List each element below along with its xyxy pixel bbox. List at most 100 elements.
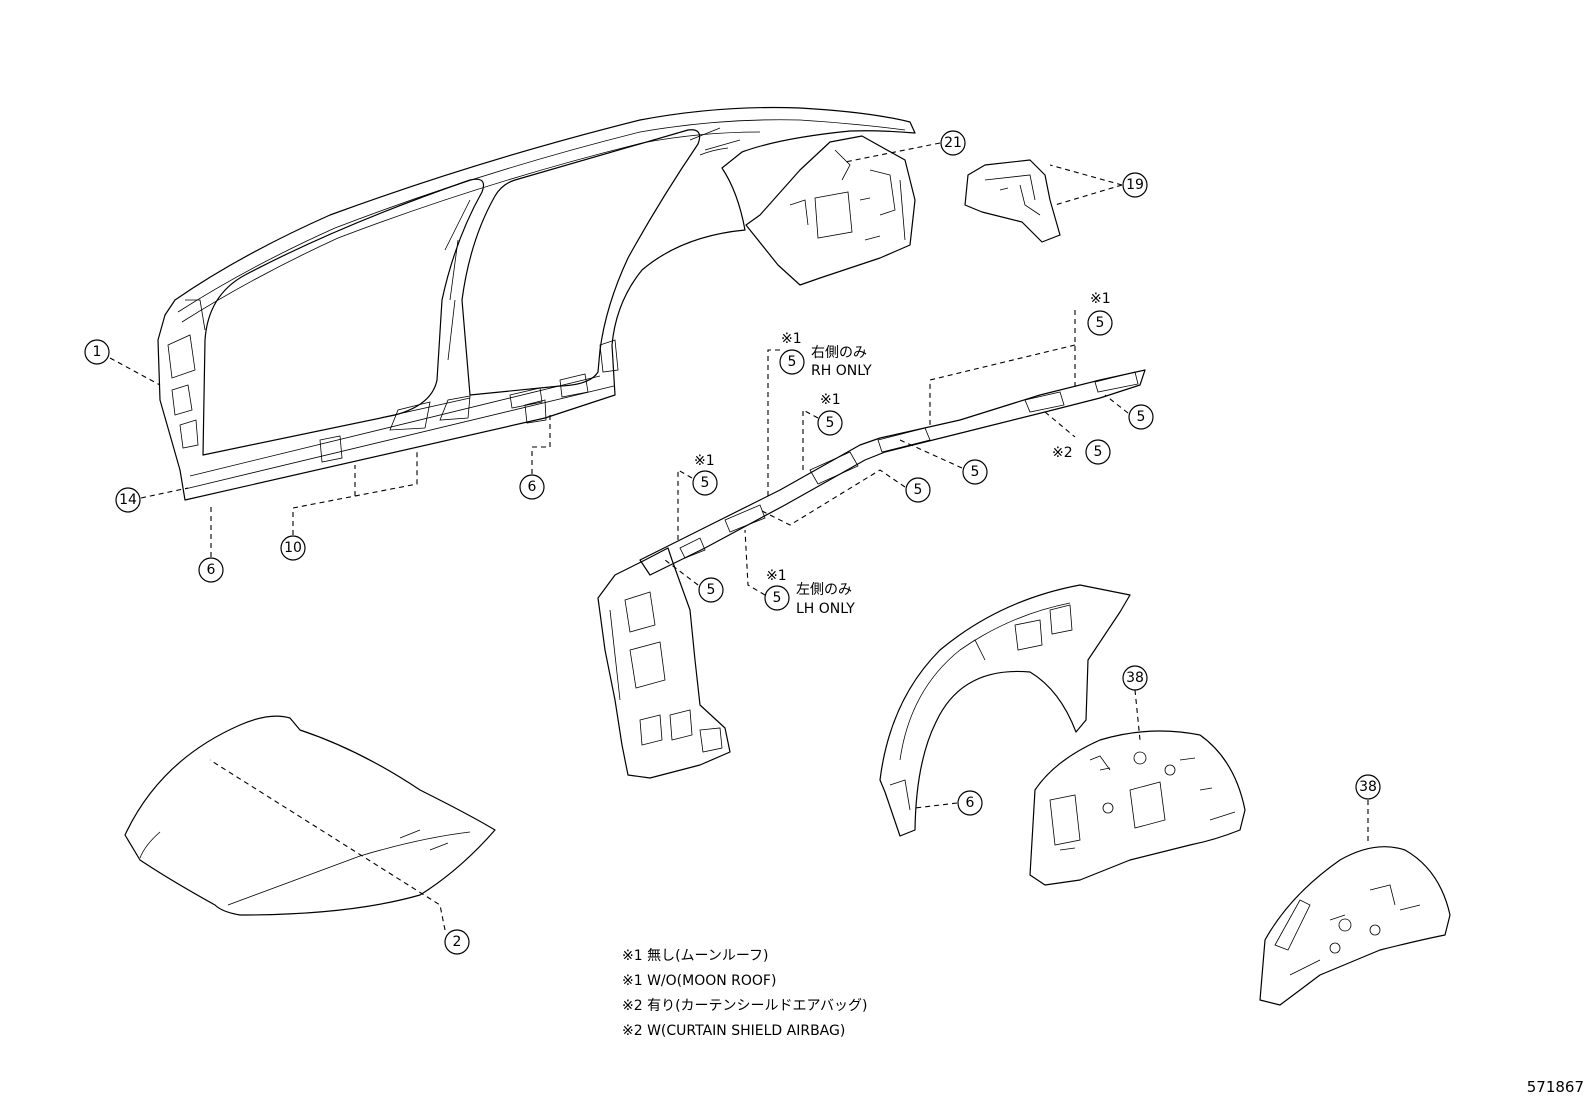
svg-text:21: 21	[944, 135, 962, 151]
svg-text:38: 38	[1126, 670, 1144, 686]
rail-reinforcement-4	[877, 427, 931, 453]
callout-38-top: 38	[1122, 665, 1148, 691]
roof-rail-line-inner	[181, 131, 761, 323]
wheel-housing-inner-a-detail	[1049, 755, 1236, 851]
side-panel-outline	[157, 106, 916, 501]
hood-marks	[399, 829, 449, 851]
roof-side-rail-outline	[639, 369, 1146, 576]
svg-text:5: 5	[826, 415, 835, 431]
rocker-line-lower	[184, 385, 615, 490]
svg-text:6: 6	[207, 562, 216, 578]
leader-5-right	[1104, 394, 1129, 414]
svg-text:1: 1	[93, 344, 102, 360]
hood-outline	[124, 715, 496, 916]
rear-door-opening	[461, 129, 701, 396]
rear-bracket-part	[964, 159, 1061, 243]
legend-line-3: ※2 有り(カーテンシールドエアバッグ)	[622, 998, 867, 1014]
wheel-housing-inner-b	[1259, 846, 1451, 1006]
quarter-inner-upper-panel	[745, 135, 916, 286]
note-lh-en: LH ONLY	[796, 601, 855, 617]
callout-5-x2: 5	[1085, 439, 1111, 465]
wheel-housing-inner-b-hole-3	[1329, 942, 1341, 954]
svg-text:2: 2	[453, 934, 462, 950]
rail-reinforcement-6	[1094, 371, 1139, 393]
rail-reinforcement-2	[724, 504, 766, 533]
wheel-housing-inner-a-hole-3	[1102, 802, 1114, 814]
marker-rh: ※1	[781, 331, 802, 347]
svg-text:5: 5	[1096, 315, 1105, 331]
svg-text:5: 5	[1137, 409, 1146, 425]
svg-text:5: 5	[701, 475, 710, 491]
callout-5-mid: 5	[817, 410, 843, 436]
a-pillar-detail	[167, 299, 206, 449]
legend-line-4: ※2 W(CURTAIN SHIELD AIRBAG)	[622, 1023, 845, 1039]
marker-x2: ※2	[1052, 445, 1073, 461]
bracket-outline	[964, 159, 1061, 243]
a-pillar-inner-detail	[609, 591, 723, 753]
wheel-housing-outer	[879, 584, 1131, 837]
quarter-inner-outline	[745, 135, 916, 286]
rail-reinforcement-3	[809, 451, 859, 485]
diagram-id: 571867	[1527, 1078, 1584, 1096]
callout-6-right: 6	[957, 790, 983, 816]
quarter-inner-window	[814, 191, 853, 239]
wheel-housing-inner-b-detail	[1274, 884, 1421, 976]
wheel-housing-inner-a	[1029, 730, 1246, 886]
rail-reinforcement-1	[679, 537, 706, 559]
callout-1: 1	[84, 339, 110, 365]
callout-6-left: 6	[198, 557, 224, 583]
leader-6-right	[914, 802, 958, 809]
svg-text:5: 5	[773, 590, 782, 606]
leader-5-x2	[1044, 411, 1076, 438]
leader-5-rh	[767, 349, 780, 500]
leader-19	[1049, 164, 1123, 206]
leader-5-center	[899, 439, 963, 469]
callout-5-right: 5	[1128, 404, 1154, 430]
quarter-inner-detail	[789, 149, 906, 241]
wheel-housing-inner-b-outline	[1259, 846, 1451, 1006]
marker-mid: ※1	[820, 392, 841, 408]
note-rh-jp: 右側のみ	[811, 345, 867, 361]
wheel-housing-inner-b-hole-1	[1338, 918, 1352, 932]
a-pillar-inner-lower	[597, 547, 731, 779]
wheel-housing-outer-outline	[879, 584, 1131, 837]
svg-text:6: 6	[528, 479, 537, 495]
leader-5-mid	[802, 409, 819, 470]
callout-21: 21	[940, 130, 966, 156]
leader-5-left	[677, 469, 693, 540]
callout-10: 10	[280, 535, 306, 561]
marker-top-right: ※1	[1090, 291, 1111, 307]
leader-10	[292, 450, 418, 535]
leader-5-lower	[759, 469, 906, 526]
wheel-housing-inner-a-hole-1	[1133, 751, 1147, 765]
callout-6-mid: 6	[519, 474, 545, 500]
front-door-opening	[202, 178, 485, 456]
callout-5-top-right: 5	[1087, 310, 1113, 336]
callout-5-bottom: 5	[698, 577, 724, 603]
callout-5-lh: 5	[764, 585, 790, 611]
rocker-line-upper	[189, 375, 601, 477]
svg-text:6: 6	[966, 795, 975, 811]
leader-5-lh	[744, 529, 766, 596]
callout-19: 19	[1122, 172, 1148, 198]
leader-14	[140, 487, 189, 499]
wheel-housing-inner-a-hole-2	[1164, 764, 1176, 776]
rail-reinforcement-5	[1024, 391, 1065, 413]
hood-edge-line	[227, 831, 471, 906]
marker-left: ※1	[694, 453, 715, 469]
svg-text:5: 5	[1094, 444, 1103, 460]
leader-2	[209, 759, 446, 931]
leader-5-top-right	[929, 310, 1076, 425]
marker-lh: ※1	[766, 568, 787, 584]
rear-pillar-detail	[689, 127, 741, 156]
callout-38-bottom: 38	[1355, 774, 1381, 800]
callout-14: 14	[115, 487, 141, 513]
svg-text:5: 5	[914, 482, 923, 498]
wheel-housing-inner-a-outline	[1029, 730, 1246, 886]
b-pillar-detail	[379, 199, 471, 431]
callout-5-rh: 5	[779, 349, 805, 375]
legend: ※1 無し(ムーンルーフ) ※1 W/O(MOON ROOF) ※2 有り(カー…	[622, 948, 867, 1039]
wheel-housing-inner-b-hole-2	[1369, 924, 1381, 936]
leader-21	[844, 142, 941, 163]
